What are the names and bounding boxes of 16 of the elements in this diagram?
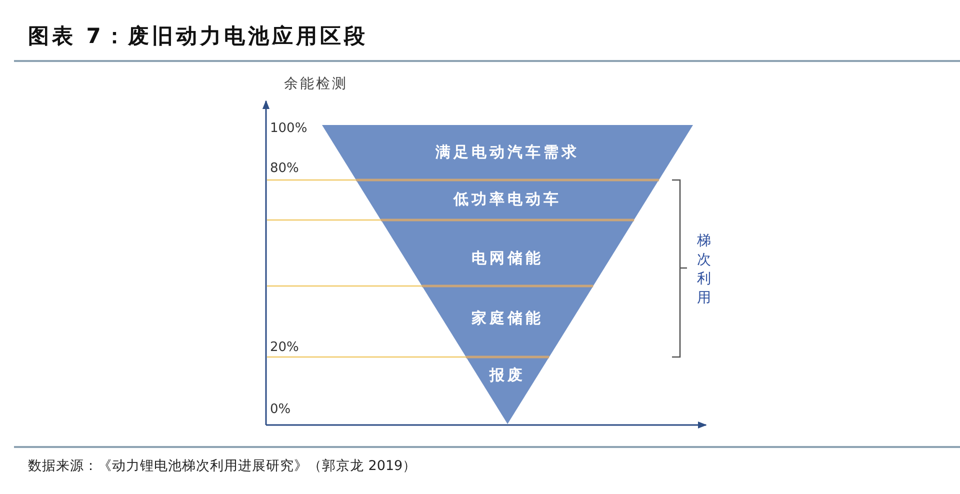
tick-label: 0% xyxy=(270,402,291,417)
tick-label: 20% xyxy=(270,340,299,355)
band-label: 报废 xyxy=(489,365,526,385)
bracket-label: 梯次利用 xyxy=(697,232,712,308)
band-label: 低功率电动车 xyxy=(453,189,562,209)
band-label: 满足电动汽车需求 xyxy=(436,142,580,162)
funnel-band xyxy=(356,180,659,220)
chart-title: 图表 7：废旧动力电池应用区段 xyxy=(28,23,368,50)
funnel-band xyxy=(380,220,634,286)
axis-title: 余能检测 xyxy=(284,75,348,93)
funnel-band xyxy=(322,125,693,180)
band-label: 家庭储能 xyxy=(471,308,544,328)
source-note: 数据来源：《动力锂电池梯次利用进展研究》（郭京龙 2019） xyxy=(28,457,417,475)
tick-label: 100% xyxy=(270,121,308,136)
tick-label: 80% xyxy=(270,161,299,176)
band-label: 电网储能 xyxy=(471,248,544,268)
